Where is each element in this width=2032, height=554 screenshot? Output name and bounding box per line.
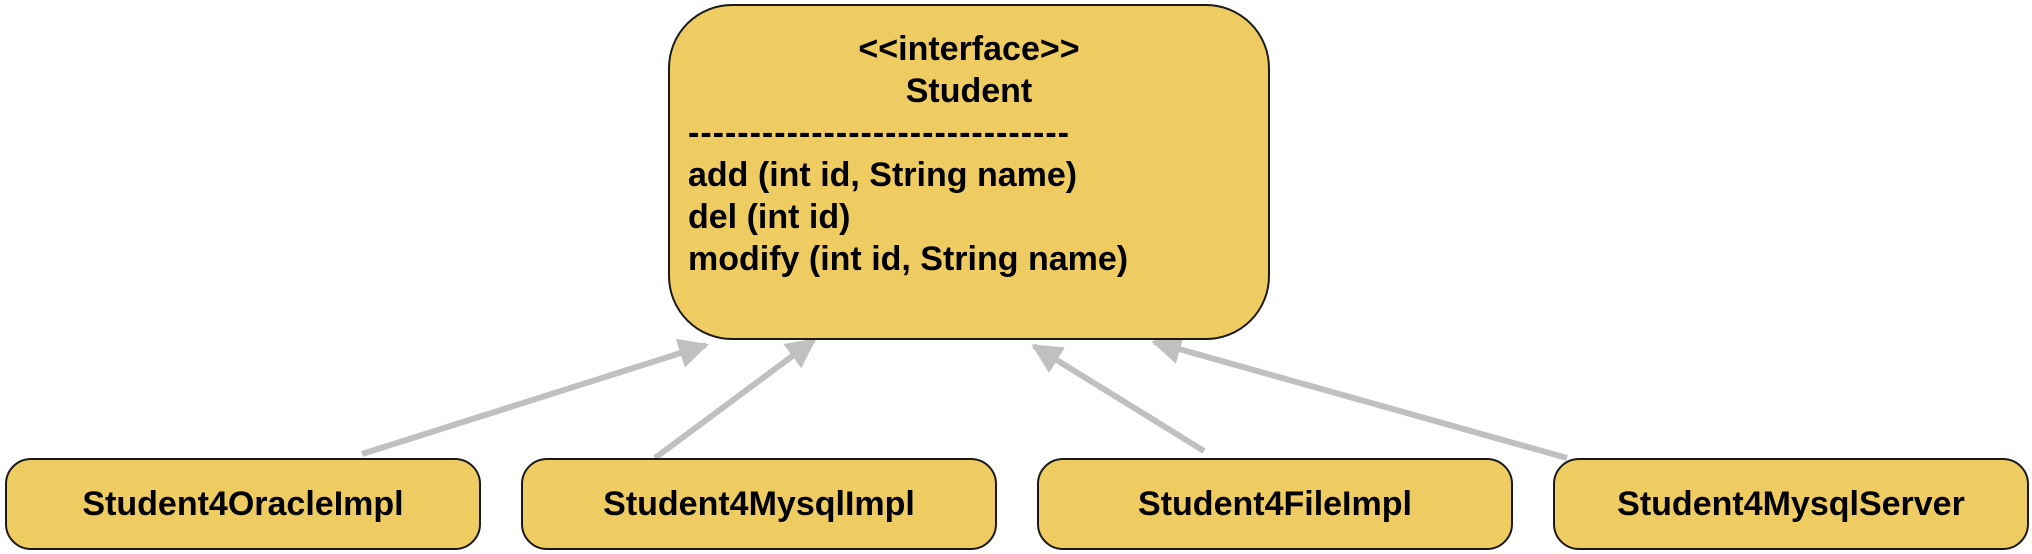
method-del: del (int id)	[688, 198, 851, 236]
arrow-mysql-to-student	[653, 337, 817, 461]
impl-box-file: Student4FileImpl	[1037, 458, 1513, 550]
student-interface-box: <<interface>> Student ------------------…	[668, 4, 1270, 340]
impl-label-mysqlserver: Student4MysqlServer	[1617, 484, 1965, 523]
interface-stereotype: <<interface>>	[858, 30, 1080, 68]
impl-box-oracle: Student4OracleImpl	[5, 458, 481, 550]
interface-separator: -------------------------------	[688, 114, 1070, 152]
impl-label-file: Student4FileImpl	[1138, 484, 1412, 523]
impl-box-mysql: Student4MysqlImpl	[521, 458, 997, 550]
arrow-mysqlserver-to-student	[1151, 334, 1568, 461]
method-add: add (int id, String name)	[688, 156, 1078, 194]
interface-name: Student	[905, 72, 1033, 110]
arrow-file-to-student	[1031, 343, 1206, 454]
impl-box-mysqlserver: Student4MysqlServer	[1553, 458, 2029, 550]
method-modify: modify (int id, String name)	[688, 240, 1129, 278]
impl-label-oracle: Student4OracleImpl	[82, 484, 404, 523]
arrow-oracle-to-student	[361, 338, 709, 457]
impl-label-mysql: Student4MysqlImpl	[603, 484, 915, 523]
